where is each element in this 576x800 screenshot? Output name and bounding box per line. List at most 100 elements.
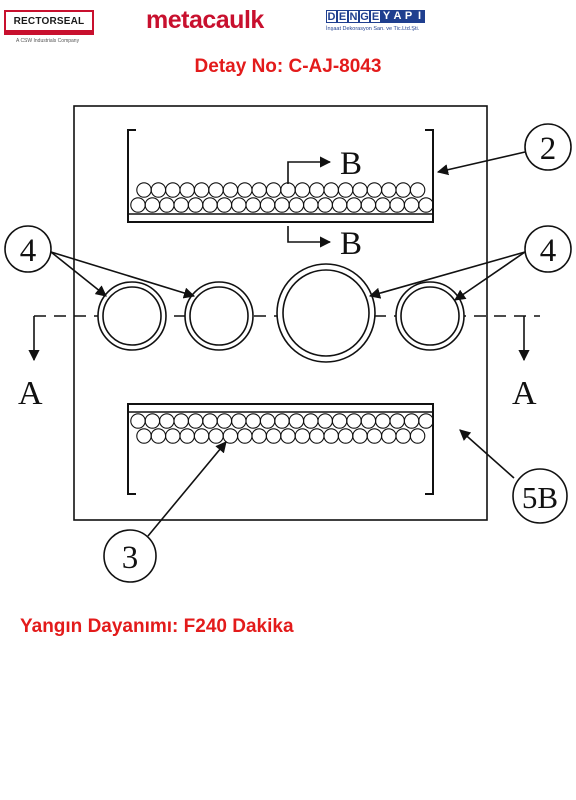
fire-rating-text: Yangın Dayanımı: F240 Dakika — [20, 616, 294, 637]
cable — [187, 197, 204, 213]
cable — [251, 182, 267, 198]
dengeyapi-logo-letter: G — [359, 10, 370, 23]
cable — [395, 428, 411, 444]
cable — [187, 413, 204, 429]
cable — [165, 182, 181, 198]
cable — [193, 182, 210, 198]
cable — [360, 413, 377, 429]
cable — [237, 428, 253, 444]
cable — [259, 413, 276, 429]
cable — [303, 197, 319, 213]
cable — [136, 428, 152, 444]
pipe-1 — [97, 281, 167, 351]
cable — [280, 428, 296, 444]
cable — [193, 428, 210, 444]
cable — [331, 197, 348, 213]
cable — [165, 428, 181, 444]
cable — [159, 197, 175, 213]
rectorseal-logo-text: RECTORSEAL — [13, 15, 85, 27]
logo-bar: RECTORSEAL A CSW Industrials Company met… — [0, 0, 576, 56]
rectorseal-logo: RECTORSEAL A CSW Industrials Company — [4, 10, 96, 50]
cable — [352, 182, 368, 198]
cable — [216, 413, 233, 429]
leader-lines — [50, 151, 526, 537]
callout-4-left-circle — [4, 225, 52, 273]
cable — [309, 428, 325, 444]
pipe-3-large — [276, 263, 376, 363]
cable — [352, 428, 368, 444]
dengeyapi-logo-letter: Y — [381, 10, 392, 23]
cable — [173, 413, 189, 429]
rectorseal-logo-bar — [4, 32, 94, 35]
cable — [159, 413, 175, 429]
cable — [208, 428, 224, 444]
cable — [259, 197, 276, 213]
cable — [173, 197, 189, 213]
cable — [375, 413, 391, 429]
cable — [130, 413, 146, 429]
cable — [274, 413, 290, 429]
callout-2-label: 2 — [540, 131, 557, 167]
callout-3-circle — [103, 529, 157, 583]
cable — [150, 428, 167, 444]
cable — [317, 413, 333, 429]
callout-4-right-label: 4 — [540, 233, 557, 269]
cable — [409, 428, 426, 444]
callout-5b-circle — [512, 468, 568, 524]
top-cable-bundle — [130, 182, 434, 213]
cable — [389, 197, 405, 213]
rectorseal-logo-box: RECTORSEAL — [4, 10, 94, 32]
top-cable-tray — [127, 129, 434, 223]
cable — [251, 428, 267, 444]
callout-4-left-label: 4 — [20, 233, 37, 269]
cable — [418, 197, 434, 213]
cable — [403, 413, 420, 429]
cable — [274, 197, 290, 213]
cable — [202, 197, 218, 213]
section-label-a-right: A — [512, 375, 537, 412]
bottom-cable-tray — [127, 403, 434, 495]
cable — [346, 413, 362, 429]
cable — [150, 182, 167, 198]
pipes — [97, 263, 465, 363]
cable — [265, 182, 282, 198]
callout-5b-label: 5B — [522, 480, 558, 515]
cable — [309, 182, 325, 198]
wall-opening-outline — [73, 105, 488, 521]
cable — [323, 428, 339, 444]
dengeyapi-logo-subtitle: İnşaat Dekorasyon San. ve Tic.Ltd.Şti. — [326, 26, 420, 32]
bottom-cable-bundle — [130, 413, 434, 444]
cable — [317, 197, 333, 213]
section-label-b-bottom: B — [340, 226, 362, 262]
cable — [245, 413, 261, 429]
dengeyapi-logo-letter: N — [348, 10, 359, 23]
cable — [202, 413, 218, 429]
cable — [360, 197, 377, 213]
cable — [366, 428, 383, 444]
section-label-b-top: B — [340, 146, 362, 182]
section-label-a-left: A — [18, 375, 43, 412]
cable — [366, 182, 383, 198]
cable — [179, 428, 195, 444]
cable — [265, 428, 282, 444]
cable — [395, 182, 411, 198]
dengeyapi-logo-letter: D — [326, 10, 337, 23]
dengeyapi-logo-letter: P — [403, 10, 414, 23]
cable — [294, 428, 311, 444]
section-marker-b — [287, 156, 332, 248]
callout-4-right-circle — [524, 225, 572, 273]
cable — [288, 197, 305, 213]
cable — [294, 182, 311, 198]
rectorseal-logo-subtitle: A CSW Industrials Company — [16, 38, 80, 44]
dengeyapi-logo-letter: E — [370, 10, 381, 23]
dengeyapi-logo-letter: E — [337, 10, 348, 23]
dengeyapi-logo-letter: A — [392, 10, 403, 23]
cable — [375, 197, 391, 213]
cable — [337, 428, 354, 444]
cable — [280, 182, 296, 198]
detail-title: Detay No: C-AJ-8043 — [194, 56, 382, 77]
dengeyapi-logo-letter: I — [414, 10, 425, 23]
callout-3-label: 3 — [122, 540, 139, 576]
